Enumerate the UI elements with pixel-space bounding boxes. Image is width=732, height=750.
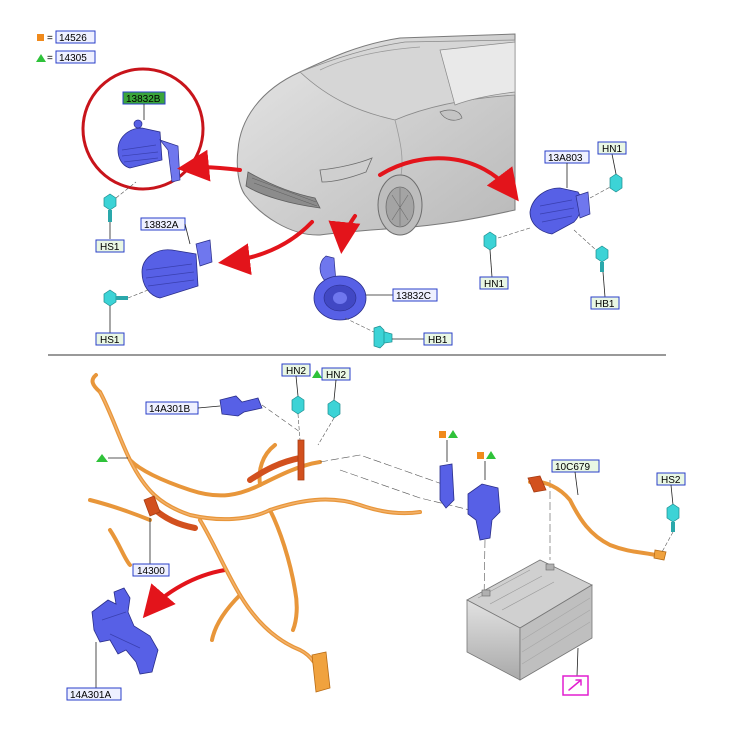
bracket-14a301a[interactable]: 14A301A — [66, 587, 159, 701]
part-label-10c679: 10C679 — [555, 462, 590, 473]
legend-box-14305[interactable] — [55, 50, 96, 64]
orange-square-marker — [37, 34, 44, 41]
fastener-hn2-right[interactable]: HN2 — [312, 367, 351, 446]
fastener-label-hs1-bottom: HS1 — [100, 335, 120, 346]
part-label-13832b: 13832B — [126, 94, 161, 105]
fastener-label-hb1-center: HB1 — [428, 335, 448, 346]
legend-part-14305: 14305 — [59, 53, 87, 64]
fastener-label-hs2: HS2 — [661, 475, 681, 486]
fastener-hn1-top[interactable]: HN1 — [597, 141, 627, 193]
external-link-icon[interactable] — [562, 647, 589, 696]
arrow-to-13832b — [177, 149, 242, 182]
fastener-label-hb1-right: HB1 — [595, 299, 615, 310]
highlight-circle-13832b[interactable]: 13832B — [81, 67, 205, 191]
horn-bracket-13a803[interactable]: 13A803 — [497, 150, 613, 251]
fastener-hb1-right[interactable]: HB1 — [590, 245, 620, 310]
horn-13832a[interactable]: 13832A — [140, 217, 213, 299]
battery — [466, 559, 593, 681]
bracket-14a301b[interactable]: 14A301B — [145, 395, 301, 433]
part-label-14300: 14300 — [137, 566, 165, 577]
arrow-to-14a301a — [142, 568, 227, 619]
legend-part-14526: 14526 — [59, 33, 87, 44]
fastener-hb1-center[interactable]: HB1 — [344, 317, 453, 349]
fuse-link-right[interactable] — [467, 451, 501, 541]
horn-13832c[interactable]: 13832C — [313, 255, 438, 321]
red-arrows — [142, 149, 519, 619]
part-label-13a803: 13A803 — [548, 153, 583, 164]
legend-box-14526[interactable] — [55, 30, 96, 44]
fastener-label-hs1-top: HS1 — [100, 242, 120, 253]
harness-label: 14300 — [132, 518, 170, 577]
fastener-label-hn1-top: HN1 — [602, 144, 622, 155]
fastener-hn1-left[interactable]: HN1 — [479, 231, 509, 290]
arrow-to-13832c — [328, 214, 361, 254]
fuse-link-left[interactable] — [439, 430, 458, 509]
fastener-hs1-top[interactable]: HS1 — [95, 181, 137, 253]
part-label-14a301a: 14A301A — [70, 690, 111, 701]
fastener-label-hn2-left: HN2 — [286, 366, 306, 377]
part-label-14a301b: 14A301B — [149, 404, 190, 415]
fastener-hs2[interactable]: HS2 — [656, 472, 686, 553]
fastener-label-hn2-right: HN2 — [326, 370, 346, 381]
car-illustration — [236, 33, 516, 236]
fastener-hn2-left[interactable]: HN2 — [281, 363, 311, 441]
wiring-harness-14300[interactable] — [88, 373, 422, 693]
battery-cable-10c679[interactable]: 10C679 — [527, 459, 667, 561]
harness-triangle-marker — [96, 454, 128, 462]
fastener-hs1-bottom[interactable]: HS1 — [95, 289, 149, 346]
legend: = 14526 = 14305 — [36, 30, 96, 64]
fastener-label-hn1-left: HN1 — [484, 279, 504, 290]
legend-equals-2: = — [47, 53, 53, 64]
part-label-13832a: 13832A — [144, 220, 179, 231]
horn-13832b-shape — [117, 119, 181, 183]
arrow-to-13a803 — [378, 156, 519, 202]
green-triangle-marker — [36, 54, 46, 62]
arrow-to-13832a — [218, 220, 314, 276]
part-label-13832c: 13832C — [396, 291, 431, 302]
legend-equals-1: = — [47, 33, 53, 44]
